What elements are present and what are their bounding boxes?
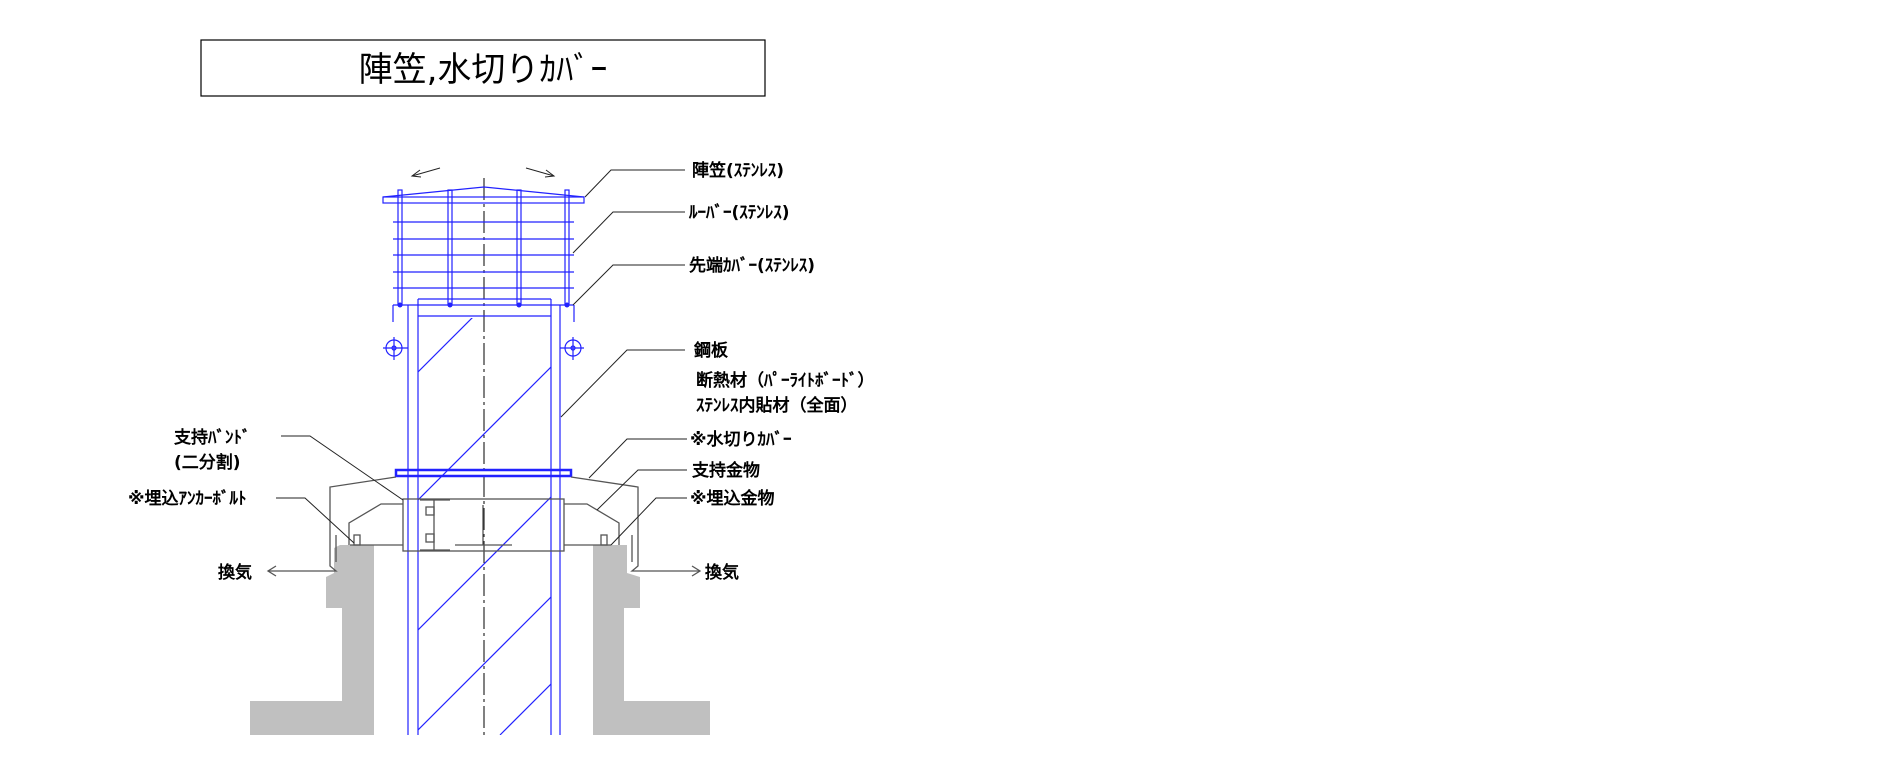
label-stainless-lining: ｽﾃﾝﾚｽ内貼材（全面）	[696, 395, 858, 416]
jingasa-roof	[382, 186, 585, 204]
label-anchor-bolt: ※埋込ｱﾝｶｰﾎﾞﾙﾄ	[128, 488, 247, 509]
insulation-hatching	[418, 318, 551, 735]
label-louver: ﾙｰﾊﾞｰ(ｽﾃﾝﾚｽ)	[688, 202, 790, 223]
louver	[392, 189, 575, 322]
leader-lines	[276, 169, 687, 546]
drawing-title: 陣笠,水切りｶﾊﾞｰ	[359, 50, 608, 90]
collar-plate	[394, 468, 573, 478]
label-support-band-note: (二分割)	[174, 452, 241, 473]
lifting-lug-right	[560, 337, 584, 360]
support-band	[402, 498, 565, 552]
label-support-band: 支持ﾊﾞﾝﾄﾞ	[174, 427, 251, 448]
label-tip-cover: 先端ｶﾊﾞｰ(ｽﾃﾝﾚｽ)	[689, 255, 815, 276]
label-insulation: 断熱材（ﾊﾟｰﾗｲﾄﾎﾞｰﾄﾞ）	[696, 370, 875, 391]
label-steel-plate: 鋼板	[693, 340, 729, 361]
title-box: 陣笠,水切りｶﾊﾞｰ	[200, 39, 766, 97]
exhaust-arrows	[410, 167, 556, 178]
label-embedded-hardware: ※埋込金物	[690, 488, 775, 509]
label-support-bracket: 支持金物	[692, 460, 760, 481]
anchor-bolts	[353, 534, 608, 546]
water-cover	[266, 476, 702, 577]
louver-posts	[397, 189, 570, 308]
duct	[407, 298, 561, 735]
label-jingasa: 陣笠(ｽﾃﾝﾚｽ)	[692, 160, 784, 181]
label-vent-right: 換気	[705, 562, 739, 583]
concrete-curb-left	[250, 545, 374, 735]
label-vent-left: 換気	[218, 562, 252, 583]
lifting-lug-left	[383, 337, 408, 360]
concrete-curb-right	[593, 545, 710, 735]
label-water-cover: ※水切りｶﾊﾞｰ	[690, 429, 792, 450]
